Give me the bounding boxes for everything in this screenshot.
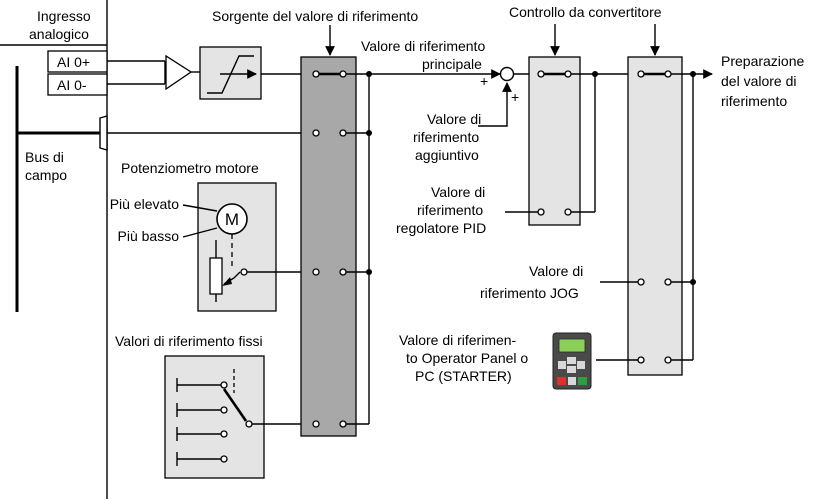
potentiometer-icon	[209, 257, 223, 295]
additional-line1: Valore di	[427, 111, 481, 127]
source-title: Sorgente del valore di riferimento	[212, 8, 418, 24]
source-terminals	[312, 70, 347, 428]
control-block-2	[627, 56, 683, 376]
operator-line1: Valore di riferimen-	[399, 332, 517, 348]
sum-plus-main: +	[480, 73, 488, 89]
additional-ref-wire	[478, 82, 512, 127]
ai0-minus-label: AI 0-	[57, 77, 87, 93]
analog-input-title-line2: analogico	[29, 26, 89, 42]
source-bus	[346, 71, 372, 425]
jog-line1: Valore di	[529, 263, 583, 279]
pid-line2: riferimento	[417, 202, 483, 218]
additional-line2: riferimento	[413, 129, 479, 145]
main-ref-line1: Valore di riferimento	[361, 38, 485, 54]
fixed-inputs	[176, 378, 228, 466]
additional-line3: aggiuntivo	[415, 147, 479, 163]
motorpot-title: Potenziometro motore	[121, 160, 259, 176]
output-line1: Preparazione	[721, 53, 804, 69]
operator-panel-icon	[552, 332, 592, 390]
output-line3: riferimento	[721, 93, 787, 109]
jog-line2: riferimento JOG	[480, 285, 579, 301]
fixed-block	[164, 355, 265, 479]
source-switch-block	[300, 56, 357, 437]
summing-point-icon	[499, 66, 515, 82]
operator-line2: to Operator Panel o	[406, 350, 528, 366]
amplifier-icon	[165, 54, 193, 91]
analog-input-title-line1: Ingresso	[37, 8, 91, 24]
pid-line3: regolatore PID	[396, 220, 486, 236]
motorpot-higher-label: Più elevato	[110, 196, 179, 212]
fixed-selector-switch-icon	[222, 388, 248, 422]
main-ref-line2: principale	[422, 56, 482, 72]
operator-line3: PC (STARTER)	[415, 368, 512, 384]
fieldbus-connector-icon	[99, 115, 108, 151]
lower-wire	[182, 227, 218, 238]
control-title: Controllo da convertitore	[509, 4, 662, 20]
fixed-title: Valori di riferimento fissi	[115, 333, 263, 349]
pid-line1: Valore di	[431, 184, 485, 200]
ai0-plus-label: AI 0+	[57, 54, 90, 70]
motorpot-lower-label: Più basso	[118, 228, 180, 244]
sum-plus-additional: +	[511, 89, 519, 105]
output-line2: del valore di	[721, 73, 797, 89]
control-block-1	[528, 56, 581, 226]
fieldbus-label-line2: campo	[25, 167, 67, 183]
higher-wire	[182, 204, 218, 212]
fieldbus-label-line1: Bus di	[25, 149, 64, 165]
motor-symbol: M	[225, 210, 239, 229]
